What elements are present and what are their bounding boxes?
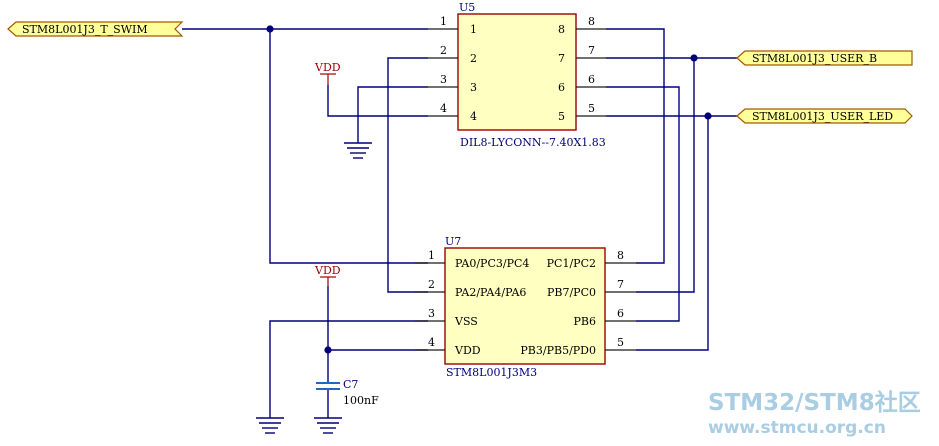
u7-pin-number: 7 (617, 278, 624, 291)
u5-pin-number: 8 (588, 15, 595, 28)
vdd-symbol-top: VDD (314, 61, 341, 85)
u7-pin-label: PA2/PA4/PA6 (455, 286, 526, 299)
u5-pin-number: 6 (588, 73, 595, 86)
ground-symbol (314, 417, 342, 434)
u7-mcu[interactable]: U7 STM8L001J3M3 1 2 3 4 PA0/PC3/PC4 PA2/… (415, 235, 636, 379)
u7-pin-label: PC1/PC2 (547, 257, 596, 270)
capacitor-c7[interactable]: C7 100nF (316, 378, 379, 407)
vdd-label: VDD (314, 61, 341, 74)
watermark-url: www.stmcu.org.cn (708, 418, 886, 438)
u5-pin-label: 5 (558, 110, 565, 123)
u5-pin-label: 1 (470, 23, 477, 36)
u5-pin-label: 2 (470, 52, 477, 65)
wires (182, 28, 737, 418)
u5-designator: U5 (459, 1, 475, 14)
port-user-led-label: STM8L001J3_USER_LED (752, 110, 893, 123)
port-user-b[interactable]: STM8L001J3_USER_B (736, 50, 913, 66)
u5-pin-label: 4 (470, 110, 477, 123)
u7-pin-number: 3 (428, 307, 435, 320)
u7-pin-number: 5 (617, 336, 624, 349)
u7-pin-label: VSS (454, 315, 478, 328)
u7-pin-label: PB3/PB5/PD0 (520, 344, 596, 357)
u7-pin-number: 8 (617, 249, 624, 262)
vdd-label: VDD (314, 264, 341, 277)
vdd-symbol-bottom: VDD (314, 264, 341, 286)
u5-pin-number: 7 (588, 44, 595, 57)
u5-connector[interactable]: U5 DIL8-LYCONN--7.40X1.83 1 2 3 4 1 2 3 … (428, 1, 606, 149)
u7-pin-number: 1 (428, 249, 435, 262)
u7-pin-number: 2 (428, 278, 435, 291)
watermark: STM32/STM8社区 www.stmcu.org.cn (708, 389, 921, 438)
u5-pin-label: 3 (470, 81, 477, 94)
u7-pin-label: PB6 (574, 315, 596, 328)
u7-pin-label: PB7/PC0 (547, 286, 596, 299)
ground-symbol (256, 417, 284, 434)
port-user-led[interactable]: STM8L001J3_USER_LED (736, 108, 913, 124)
junction-dot (704, 112, 712, 120)
u7-pin-label: VDD (454, 344, 481, 357)
u5-pin-label: 6 (558, 81, 565, 94)
junction-dot (324, 346, 332, 354)
c7-designator: C7 (343, 378, 358, 391)
u5-pin-number: 4 (440, 102, 447, 115)
u7-pin-number: 6 (617, 307, 624, 320)
u7-body (444, 247, 606, 365)
u5-pin-number: 5 (588, 102, 595, 115)
u5-pin-label: 7 (558, 52, 565, 65)
ground-symbol (344, 142, 372, 159)
u5-footprint: DIL8-LYCONN--7.40X1.83 (460, 136, 606, 149)
u5-pin-number: 2 (440, 44, 447, 57)
u5-pin-number: 3 (440, 73, 447, 86)
port-user-b-label: STM8L001J3_USER_B (752, 52, 877, 65)
junction-dot (690, 54, 698, 62)
u7-part-number: STM8L001J3M3 (446, 366, 537, 379)
u5-pin-number: 1 (440, 15, 447, 28)
junctions (266, 25, 712, 354)
junction-dot (266, 25, 274, 33)
c7-value: 100nF (343, 394, 379, 407)
u5-pin-label: 8 (558, 23, 565, 36)
port-swim-label: STM8L001J3_T_SWIM (22, 23, 148, 36)
u7-pin-label: PA0/PC3/PC4 (455, 257, 529, 270)
u5-body (457, 13, 577, 131)
u7-designator: U7 (445, 235, 461, 248)
watermark-title: STM32/STM8社区 (708, 389, 921, 416)
u7-pin-number: 4 (428, 336, 435, 349)
port-swim[interactable]: STM8L001J3_T_SWIM (7, 21, 184, 37)
